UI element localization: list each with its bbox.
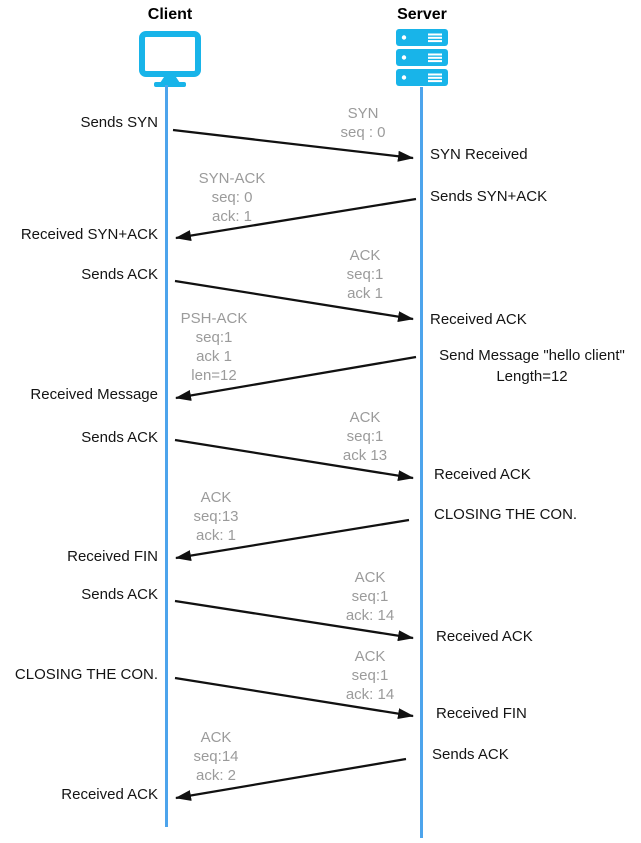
client-title: Client [147, 6, 193, 23]
server-event-received-fin: Received FIN [436, 705, 527, 722]
server-lifeline [420, 87, 423, 838]
client-event-received-syn-ack: Received SYN+ACK [20, 226, 158, 243]
client-event-sends-ack-2: Sends ACK [81, 429, 158, 446]
send-message-line: Send Message "hello client" [439, 347, 625, 364]
packet-line: ack 1 [347, 285, 383, 302]
packet-line: ACK [200, 489, 232, 506]
packet-line: seq:1 [346, 266, 384, 283]
packet-line: ACK [349, 247, 381, 264]
packet-line: seq:1 [346, 428, 384, 445]
packet-label-ack-1: ACK seq:1 ack 1 [315, 246, 415, 303]
packet-line: ack: 2 [195, 767, 237, 784]
packet-line: SYN [347, 105, 379, 122]
client-event-sends-ack-3: Sends ACK [81, 586, 158, 603]
packet-line: seq : 0 [340, 124, 386, 141]
server-event-send-message: Send Message "hello client" Length=12 [428, 345, 636, 387]
packet-label-psh-ack: PSH-ACK seq:1 ack 1 len=12 [164, 309, 264, 385]
packet-line: seq:13 [193, 508, 239, 525]
packet-line: seq: 0 [211, 189, 253, 206]
packet-label-ack-13: ACK seq:1 ack 13 [315, 408, 415, 465]
packet-line: seq:1 [351, 667, 389, 684]
packet-line: seq:14 [193, 748, 239, 765]
packet-line: SYN-ACK [198, 170, 266, 187]
packet-line: ack 1 [196, 348, 232, 365]
packet-label-syn-ack: SYN-ACK seq: 0 ack: 1 [182, 169, 282, 226]
packet-line: ACK [354, 648, 386, 665]
client-event-received-ack: Received ACK [61, 786, 158, 803]
packet-label-ack-14b: ACK seq:1 ack: 14 [320, 647, 420, 704]
server-event-sends-ack: Sends ACK [432, 746, 509, 763]
packet-line: ack: 1 [211, 208, 253, 225]
server-title: Server [397, 6, 447, 23]
client-lifeline [165, 85, 168, 827]
packet-line: ack: 1 [195, 527, 237, 544]
client-event-sends-syn: Sends SYN [80, 114, 158, 131]
packet-label-ack-14a: ACK seq:1 ack: 14 [320, 568, 420, 625]
server-event-syn-received: SYN Received [430, 146, 528, 163]
server-rack-icon [396, 29, 448, 86]
server-event-received-ack-3: Received ACK [436, 628, 533, 645]
packet-label-last-ack: ACK seq:14 ack: 2 [166, 728, 266, 785]
packet-label-server-fin: ACK seq:13 ack: 1 [166, 488, 266, 545]
server-event-received-ack-2: Received ACK [434, 466, 531, 483]
packet-line: len=12 [191, 367, 237, 384]
packet-line: seq:1 [195, 329, 233, 346]
packet-line: ack: 14 [345, 686, 395, 703]
client-event-closing-con: CLOSING THE CON. [14, 666, 158, 683]
packet-line: ACK [200, 729, 232, 746]
client-event-received-message: Received Message [30, 386, 158, 403]
packet-line: ACK [354, 569, 386, 586]
server-event-received-ack-1: Received ACK [430, 311, 527, 328]
packet-line: ack: 14 [345, 607, 395, 624]
send-message-length: Length=12 [496, 368, 568, 385]
monitor-icon [139, 31, 201, 87]
packet-line: ACK [349, 409, 381, 426]
client-event-sends-ack-1: Sends ACK [81, 266, 158, 283]
packet-line: PSH-ACK [180, 310, 248, 327]
packet-line: seq:1 [351, 588, 389, 605]
client-event-received-fin: Received FIN [67, 548, 158, 565]
server-event-closing-con: CLOSING THE CON. [434, 506, 578, 523]
packet-label-syn: SYN seq : 0 [313, 104, 413, 142]
server-event-sends-syn-ack: Sends SYN+ACK [430, 188, 548, 205]
packet-line: ack 13 [342, 447, 388, 464]
